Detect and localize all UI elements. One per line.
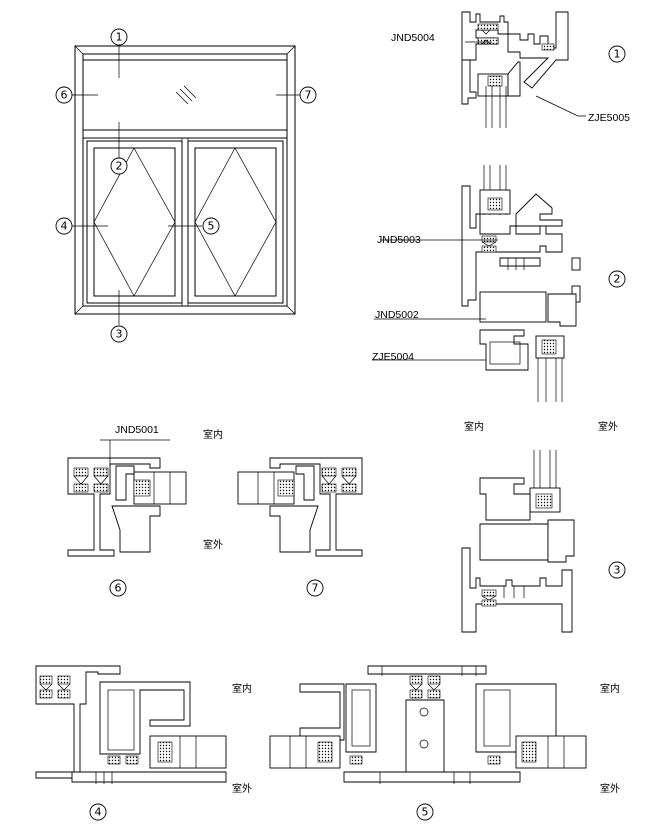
callout-2: 2 — [608, 270, 626, 288]
label-outdoor-4: 室外 — [232, 782, 252, 795]
label-indoor-3: 室内 — [464, 420, 484, 433]
callout-5: 5 — [416, 803, 434, 821]
callout-3-elev: 3 — [110, 325, 128, 343]
svg-text:7: 7 — [312, 582, 319, 595]
label-jnd5001: JND5001 — [115, 424, 159, 436]
svg-text:5: 5 — [422, 806, 429, 819]
svg-text:1: 1 — [116, 31, 123, 44]
svg-text:6: 6 — [115, 582, 122, 595]
callout-7-elev: 7 — [299, 86, 317, 104]
label-indoor-4: 室内 — [232, 682, 252, 695]
svg-text:1: 1 — [614, 48, 621, 61]
svg-text:6: 6 — [61, 89, 68, 102]
section-4-detail — [35, 665, 227, 784]
callout-6-elev: 6 — [55, 86, 73, 104]
label-outdoor-5: 室外 — [600, 782, 620, 795]
label-zje5004: ZJE5004 — [372, 351, 414, 363]
section-3-detail — [461, 450, 575, 633]
svg-text:5: 5 — [208, 220, 215, 233]
callout-1-elev: 1 — [110, 28, 128, 46]
callout-5-elev: 5 — [202, 217, 220, 235]
section-7-detail — [237, 457, 363, 557]
callout-3: 3 — [608, 561, 626, 579]
svg-text:3: 3 — [116, 328, 123, 341]
label-jnd5002: JND5002 — [375, 309, 419, 321]
svg-text:3: 3 — [614, 564, 621, 577]
section-1-detail — [461, 11, 586, 128]
callout-6: 6 — [109, 579, 127, 597]
label-outdoor-6: 室外 — [203, 538, 223, 551]
window-elevation — [72, 45, 300, 325]
callout-4-elev: 4 — [55, 217, 73, 235]
svg-text:2: 2 — [116, 160, 123, 173]
label-jnd5003: JND5003 — [377, 234, 421, 246]
svg-text:4: 4 — [61, 220, 68, 233]
label-outdoor-3: 室外 — [598, 420, 618, 433]
section-5-detail — [269, 665, 587, 784]
label-jnd5004: JND5004 — [391, 32, 435, 44]
callout-4: 4 — [89, 803, 107, 821]
label-indoor-6: 室内 — [203, 428, 223, 441]
callout-7: 7 — [306, 579, 324, 597]
section-6-detail — [67, 439, 187, 557]
svg-text:4: 4 — [95, 806, 102, 819]
label-indoor-5: 室内 — [600, 682, 620, 695]
callout-1: 1 — [608, 45, 626, 63]
svg-text:2: 2 — [614, 273, 621, 286]
label-zje5005: ZJE5005 — [588, 112, 630, 124]
callout-2-elev: 2 — [110, 157, 128, 175]
section-2-detail — [372, 165, 581, 402]
svg-text:7: 7 — [305, 89, 312, 102]
